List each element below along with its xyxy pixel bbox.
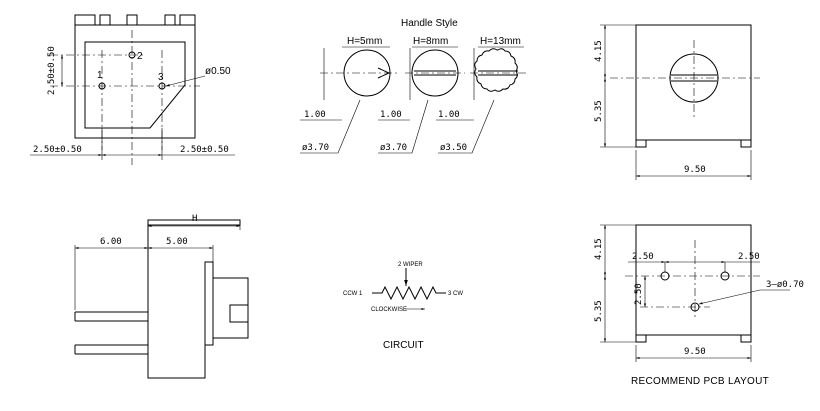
top-tabs [74,14,196,25]
handle-3-diameter: ø3.50 [440,143,467,153]
pcb-layout: 4.15 5.35 2.50 2.50 2.50 3—ø0.70 9.50 RE… [594,224,804,387]
circuit-schematic: 2 WIPER CCW 1 3 CW CLOCKWISE CIRCUIT [343,262,463,351]
front-dim-width: 9.50 [684,165,706,175]
pcb-dim-bottom: 5.35 [594,300,604,322]
ccw-label: CCW 1 [343,291,363,297]
pcb-hole-spec: 3—ø0.70 [766,280,804,290]
pin-1-label: 1 [97,70,103,81]
handle-knob-1 [343,49,391,97]
front-body [635,24,752,141]
pcb-dim-left-pitch: 2.50 [632,252,654,262]
side-dim-h: H [192,214,197,224]
handle-1-offset: 1.00 [304,110,326,120]
handle-h13-label: H=13mm [480,36,521,47]
hole-diameter-label: ø0.50 [205,66,231,77]
handle-knob-3 [474,48,518,92]
handle-2-offset: 1.00 [380,110,402,120]
pin-3-label: 3 [158,72,164,83]
handle-2-diameter: ø3.70 [380,143,407,153]
side-view: H 6.00 5.00 [74,214,249,379]
pin-2-label: 2 [137,51,143,62]
pcb-dim-width: 9.50 [684,347,706,357]
pcb-dim-right-pitch: 2.50 [738,252,760,262]
handle-3-offset: 1.00 [438,110,460,120]
inner-outline [84,41,186,129]
left-pitch-dim: 2.50±0.50 [33,145,82,155]
pcb-dim-top: 4.15 [594,238,604,260]
pcb-dim-vertical-pitch: 2.50 [634,283,644,305]
side-dim-right: 5.00 [166,237,188,247]
pcb-caption: RECOMMEND PCB LAYOUT [631,376,769,387]
handle-knob-2 [411,49,459,97]
handle-style-title: Handle Style [401,18,458,29]
handle-h8-label: H=8mm [413,36,448,47]
front-dim-bottom: 5.35 [594,100,604,122]
wiper-label: 2 WIPER [398,262,423,268]
pin-1-hole [98,82,106,90]
body-outline [74,24,196,139]
side-dim-left: 6.00 [100,237,122,247]
front-view: 4.15 5.35 9.50 [594,24,760,180]
pcb-body [635,224,752,336]
top-view: 1 2 3 ø0.50 2.50±0.50 2.50±0.50 2.50±0.5… [30,14,235,165]
circuit-caption: CIRCUIT [383,340,424,351]
clockwise-label: CLOCKWISE [371,307,407,313]
pin-3-hole [158,82,166,90]
cw-label: 3 CW [448,291,463,297]
right-pitch-dim: 2.50±0.50 [180,145,229,155]
front-dim-top: 4.15 [594,40,604,62]
vertical-pitch-dim: 2.50±0.50 [47,46,57,95]
handle-1-diameter: ø3.70 [302,143,329,153]
handle-style: Handle Style H=5mm H=8mm H=13mm 1.00 1.0… [300,18,528,154]
pin-2-hole [128,51,136,59]
handle-h5-label: H=5mm [347,36,382,47]
side-body [147,261,249,379]
resistor-symbol [372,285,446,301]
